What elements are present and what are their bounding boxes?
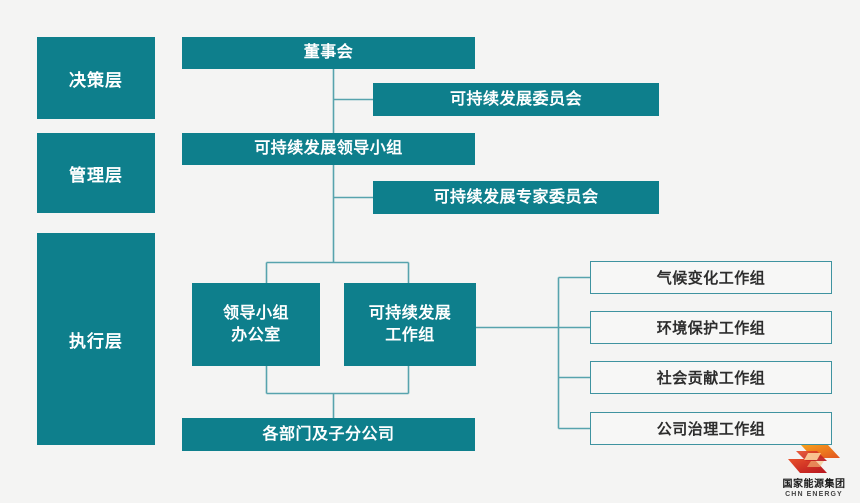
node-leading-group-office: 领导小组 办公室 (192, 283, 320, 366)
layer-label-management: 管理层 (69, 165, 123, 185)
node-working-group-environment: 环境保护工作组 (590, 311, 832, 344)
logo-name-cn: 国家能源集团 (782, 479, 846, 490)
corporate-logo: 国家能源集团 CHN ENERGY (775, 444, 853, 500)
node-working-group-governance-label: 公司治理工作组 (656, 421, 766, 438)
logo-name-en: CHN ENERGY (785, 491, 843, 498)
node-working-group-climate: 气候变化工作组 (590, 261, 832, 294)
node-leading-group-label: 可持续发展领导小组 (254, 140, 403, 158)
layer-label-execution: 执行层 (69, 331, 123, 351)
node-working-group-social: 社会贡献工作组 (590, 361, 832, 394)
layer-band-execution: 执行层 (37, 233, 155, 445)
node-working-group-climate-label: 气候变化工作组 (656, 270, 766, 287)
node-working-group-social-label: 社会贡献工作组 (656, 370, 766, 387)
node-working-group-environment-label: 环境保护工作组 (656, 320, 766, 337)
node-sustainability-working-group: 可持续发展 工作组 (344, 283, 476, 366)
node-departments-subsidiaries: 各部门及子分公司 (182, 418, 475, 451)
layer-band-management: 管理层 (37, 133, 155, 213)
node-board-of-directors: 董事会 (182, 37, 475, 69)
node-expert-committee-label: 可持续发展专家委员会 (433, 188, 599, 206)
node-departments-subsidiaries-label: 各部门及子分公司 (262, 425, 395, 443)
node-sustainability-committee-label: 可持续发展委员会 (449, 90, 582, 108)
chn-energy-logo-icon (787, 444, 841, 474)
node-working-group-governance: 公司治理工作组 (590, 412, 832, 445)
node-sustainability-committee: 可持续发展委员会 (373, 83, 659, 116)
layer-band-decision: 决策层 (37, 37, 155, 119)
node-board-label: 董事会 (303, 44, 354, 62)
layer-label-decision: 决策层 (69, 70, 123, 90)
node-expert-committee: 可持续发展专家委员会 (373, 181, 659, 214)
node-leading-group: 可持续发展领导小组 (182, 133, 475, 165)
